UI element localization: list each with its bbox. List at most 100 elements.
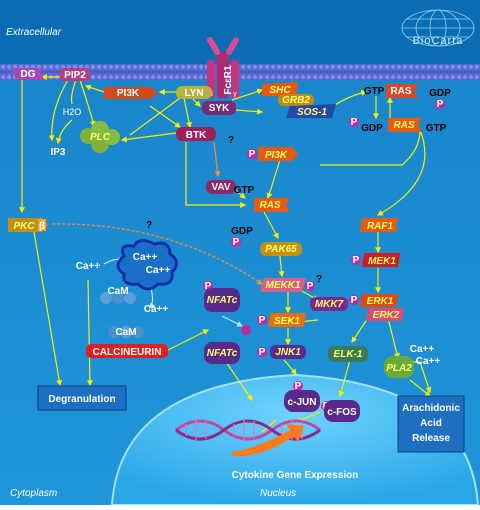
nucleus-label: Nucleus	[260, 488, 296, 499]
svg-text:Release: Release	[412, 433, 450, 444]
svg-text:GDP: GDP	[231, 226, 253, 237]
degranulation-box: Degranulation	[37, 385, 127, 411]
svg-text:RAF1: RAF1	[367, 221, 394, 232]
question-mark-btk: ?	[228, 135, 234, 146]
svg-text:DG: DG	[21, 69, 36, 80]
svg-text:CaM: CaM	[115, 327, 136, 338]
svg-text:FcεR1: FcεR1	[223, 65, 234, 95]
ca-cytosolic: Ca++	[76, 261, 101, 272]
arachidonic-release-box: Arachidonic Acid Release	[397, 395, 465, 453]
svg-text:β: β	[39, 221, 45, 232]
svg-text:BTK: BTK	[186, 130, 207, 141]
mkk7-node: MKK7	[310, 297, 348, 311]
svg-text:SYK: SYK	[209, 103, 230, 114]
grb2-node: GRB2	[278, 94, 314, 106]
pkc-node: PKC β	[8, 218, 48, 232]
mek1-node: P MEK1	[351, 253, 400, 267]
jnk1-node: P JNK1	[257, 345, 306, 359]
svg-text:MKK7: MKK7	[315, 299, 344, 310]
dg-node: DG	[12, 68, 44, 80]
dna-helix-icon	[175, 419, 321, 457]
calcium-store: Ca++ Ca++	[116, 239, 178, 291]
ras-top-node: GTP RAS GDP P	[364, 84, 451, 110]
ip3-node: IP3	[50, 147, 65, 158]
svg-text:P: P	[233, 237, 240, 248]
calmodulin: CaM	[100, 286, 136, 304]
raf1-node: RAF1	[360, 218, 398, 232]
svg-text:γ: γ	[233, 91, 237, 98]
elk1-node: ELK-1	[328, 346, 368, 362]
cytokine-gene-expression: Cytokine Gene Expression	[232, 470, 359, 481]
svg-text:PLA2: PLA2	[386, 363, 412, 374]
ras-vav-node: RAS GDP P	[231, 198, 290, 248]
svg-text:RAS: RAS	[259, 200, 280, 211]
svg-text:P: P	[295, 381, 302, 392]
svg-text:P: P	[249, 149, 256, 160]
svg-text:GTP: GTP	[364, 86, 385, 97]
svg-text:VAV: VAV	[211, 182, 230, 193]
svg-text:PAK65: PAK65	[265, 244, 297, 255]
question-mark-pkc: ?	[146, 220, 152, 231]
plc-node: PLC	[80, 121, 120, 153]
svg-text:NFATc: NFATc	[207, 295, 238, 306]
calcineurin-node: CaM CALCINEURIN	[86, 326, 168, 358]
svg-text:GRB2: GRB2	[282, 95, 310, 106]
pip2-node: PIP2	[60, 68, 90, 81]
sos1-node: SOS-1	[286, 104, 336, 118]
lyn-node: LYN	[176, 86, 212, 99]
cfos-node: P c-FOS	[321, 400, 360, 422]
svg-text:GDP: GDP	[429, 88, 451, 99]
svg-text:ELK-1: ELK-1	[334, 349, 363, 360]
svg-text:PI3K: PI3K	[265, 150, 288, 161]
cjun-node: P c-JUN	[284, 381, 320, 412]
pla2-node: PLA2	[384, 356, 414, 378]
pak65-node: PAK65	[260, 242, 302, 256]
svg-text:P: P	[351, 295, 358, 306]
svg-text:BioCarta: BioCarta	[413, 35, 464, 47]
svg-text:ERK2: ERK2	[373, 310, 400, 321]
ca-pla2-a: Ca++	[410, 344, 435, 355]
svg-text:JNK1: JNK1	[275, 347, 301, 358]
svg-text:P: P	[353, 255, 360, 266]
svg-text:RAS: RAS	[393, 120, 414, 131]
question-mark-mekk1: ?	[316, 274, 322, 285]
svg-text:Ca++: Ca++	[133, 252, 158, 263]
svg-text:PIP2: PIP2	[64, 70, 86, 81]
svg-text:NFATc: NFATc	[207, 348, 238, 359]
fceri-receptor: FcεR1 β γ	[207, 37, 239, 98]
svg-text:IP3: IP3	[50, 147, 65, 158]
svg-text:Acid: Acid	[420, 418, 442, 429]
ca-pla2-b: Ca++	[416, 356, 441, 367]
svg-text:ERK1: ERK1	[367, 296, 394, 307]
ras-mid-node: P GDP RAS GTP	[349, 117, 447, 134]
mekk1-node: MEKK1 P	[260, 278, 315, 292]
ca-released: Ca++	[144, 304, 169, 315]
svg-text:P: P	[259, 315, 266, 326]
nfatc-cyto-node: P NFATc	[203, 281, 251, 335]
svg-text:MEKK1: MEKK1	[265, 280, 300, 291]
shc-node: SHC	[262, 82, 298, 96]
h2o-label: H2O	[63, 107, 82, 117]
svg-text:P: P	[351, 117, 358, 128]
extracellular-label: Extracellular	[6, 27, 62, 38]
svg-text:c-JUN: c-JUN	[288, 397, 317, 408]
pathway-arrows	[19, 74, 432, 433]
svg-text:PKC: PKC	[13, 221, 35, 232]
sek1-node: P SEK1	[257, 313, 306, 327]
svg-text:CaM: CaM	[107, 286, 128, 297]
svg-text:P: P	[205, 281, 212, 292]
svg-text:Arachidonic: Arachidonic	[402, 403, 460, 414]
svg-text:SEK1: SEK1	[274, 316, 301, 327]
biocarta-logo: BioCarta	[401, 9, 475, 47]
svg-text:P: P	[307, 281, 314, 292]
svg-text:MEK1: MEK1	[368, 256, 396, 267]
svg-text:RAS: RAS	[390, 86, 411, 97]
svg-text:SOS-1: SOS-1	[297, 107, 327, 118]
svg-text:Ca++: Ca++	[146, 265, 171, 276]
cytoplasm-label: Cytoplasm	[10, 488, 57, 499]
svg-text:SHC: SHC	[269, 85, 291, 96]
svg-text:P: P	[437, 99, 444, 110]
svg-text:GDP: GDP	[361, 123, 383, 134]
